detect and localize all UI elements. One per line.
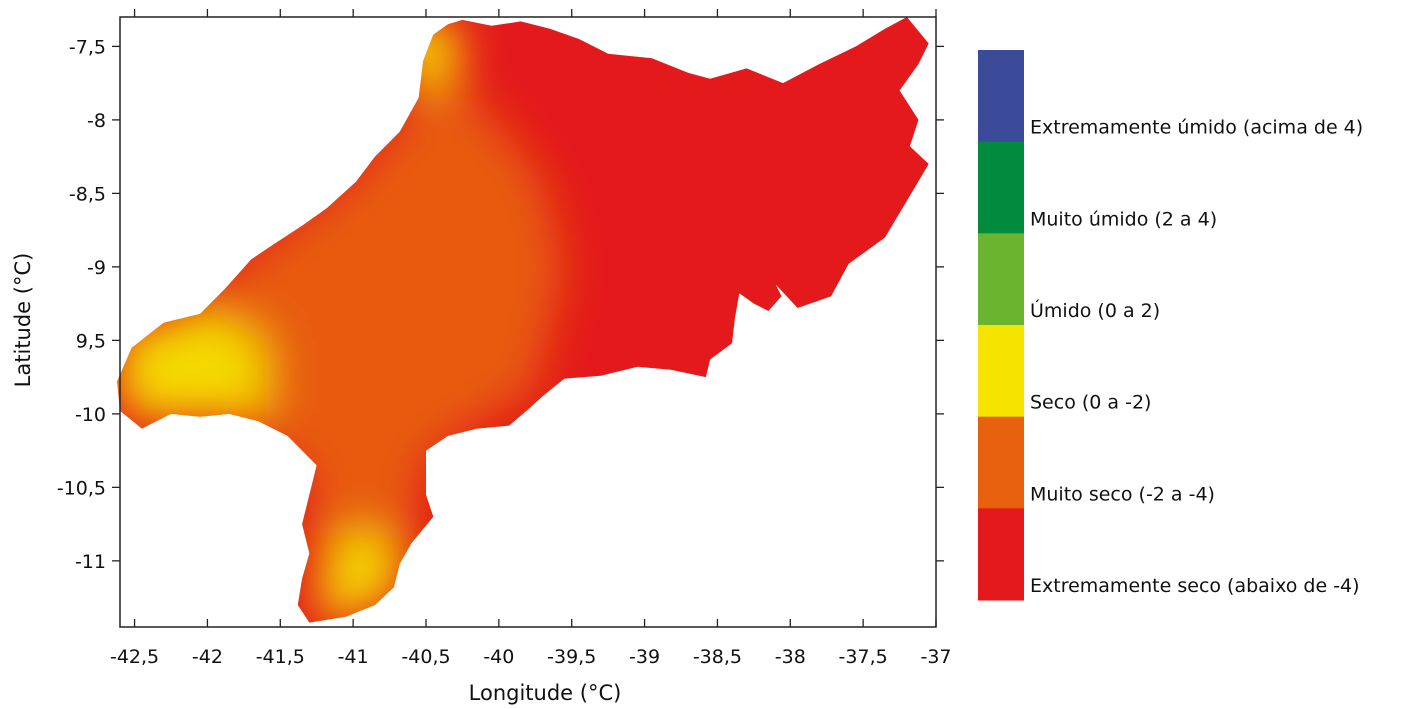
x-tick-label-7: -39 (629, 646, 660, 668)
x-tick-label-4: -40,5 (401, 646, 450, 668)
y-tick-label-6: -10,5 (57, 477, 106, 499)
map-zone-3 (309, 531, 405, 620)
legend: Extremamente úmido (acima de 4) Muito úmi… (978, 50, 1363, 601)
y-axis: -7,5 -8 -8,5 -9 9,5 -10 -10,5 -11 (57, 36, 944, 573)
plot-frame (119, 16, 937, 628)
legend-swatch-5 (978, 508, 1024, 601)
y-tick-label-1: -8 (87, 110, 106, 132)
map-region (117, 17, 929, 623)
legend-label-1: Muito úmido (2 a 4) (1030, 208, 1217, 230)
map-class-zones (117, 19, 565, 620)
x-tick-label-3: -41 (338, 646, 369, 668)
legend-swatch-4 (978, 416, 1024, 509)
x-tick-label-10: -37,5 (839, 646, 888, 668)
legend-swatch-3 (978, 325, 1024, 418)
legend-swatch-1 (978, 141, 1024, 234)
y-tick-label-4: 9,5 (76, 330, 106, 352)
legend-label-2: Úmido (0 a 2) (1030, 298, 1160, 322)
x-tick-label-9: -38 (775, 646, 806, 668)
map-zone-1 (134, 90, 565, 561)
legend-label-3: Seco (0 a -2) (1030, 392, 1151, 414)
y-tick-label-2: -8,5 (69, 183, 106, 205)
legend-label-5: Extremamente seco (abaixo de -4) (1030, 575, 1360, 597)
y-tick-label-3: -9 (87, 257, 106, 279)
legend-swatch-2 (978, 233, 1024, 326)
y-tick-label-5: -10 (75, 404, 106, 426)
map-zone-2 (117, 311, 266, 422)
x-tick-label-11: -37 (920, 646, 951, 668)
y-tick-label-7: -11 (75, 551, 106, 573)
x-tick-label-2: -41,5 (256, 646, 305, 668)
legend-label-0: Extremamente úmido (acima de 4) (1030, 117, 1363, 139)
x-tick-label-8: -38,5 (693, 646, 742, 668)
x-tick-label-6: -39,5 (547, 646, 596, 668)
y-tick-label-0: -7,5 (69, 36, 106, 58)
legend-label-4: Muito seco (-2 a -4) (1030, 483, 1215, 505)
x-tick-label-0: -42,5 (110, 646, 159, 668)
legend-swatch-0 (978, 50, 1024, 143)
x-axis: -42,5 -42 -41,5 -41 -40,5 -40 -39,5 -39 -38,5 -38… (110, 9, 952, 668)
x-tick-label-1: -42 (192, 646, 223, 668)
x-axis-title: Longitude (°C) (469, 681, 622, 705)
y-axis-title: Latitude (°C) (11, 253, 35, 388)
x-tick-label-5: -40 (483, 646, 514, 668)
